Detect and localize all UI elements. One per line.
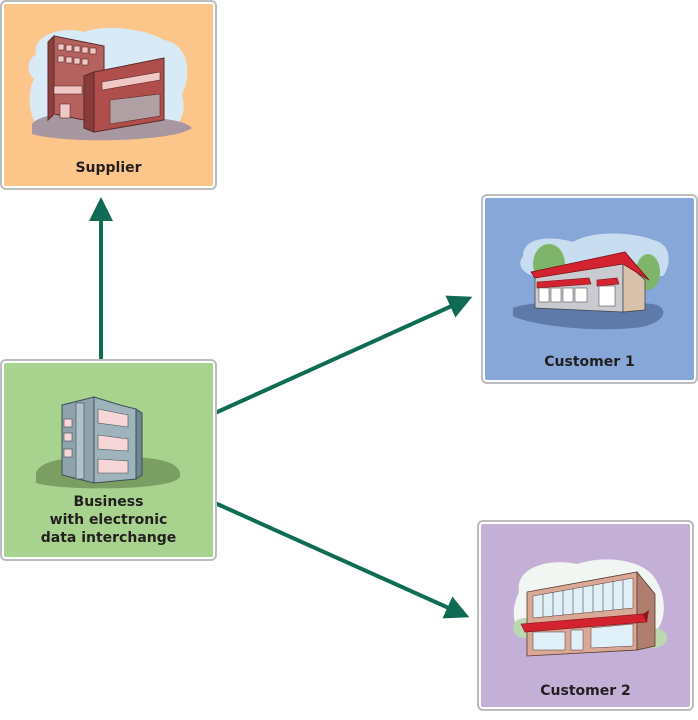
supplier-label: Supplier bbox=[75, 160, 142, 176]
customer1-node: Customer 1 bbox=[481, 194, 698, 384]
customer2-node: Customer 2 bbox=[477, 520, 694, 711]
business-label-line-1: Business bbox=[73, 494, 144, 510]
customer2-label: Customer 2 bbox=[540, 683, 631, 699]
supplier-node: Supplier bbox=[0, 0, 217, 190]
customer1-label: Customer 1 bbox=[544, 354, 635, 370]
business-label-line-3: data interchange bbox=[40, 530, 177, 546]
storefront-building-icon bbox=[513, 559, 667, 657]
business-label-line-2: with electronic bbox=[49, 512, 168, 528]
office-building-icon bbox=[36, 396, 181, 489]
arrow-business-to-customer1 bbox=[214, 295, 473, 415]
business-label: Business with electronic data interchang… bbox=[2, 493, 215, 547]
business-node: Business with electronic data interchang… bbox=[0, 359, 217, 561]
arrow-business-to-customer2 bbox=[214, 501, 470, 619]
retail-store-icon bbox=[513, 233, 669, 330]
factory-building-icon bbox=[28, 27, 192, 141]
